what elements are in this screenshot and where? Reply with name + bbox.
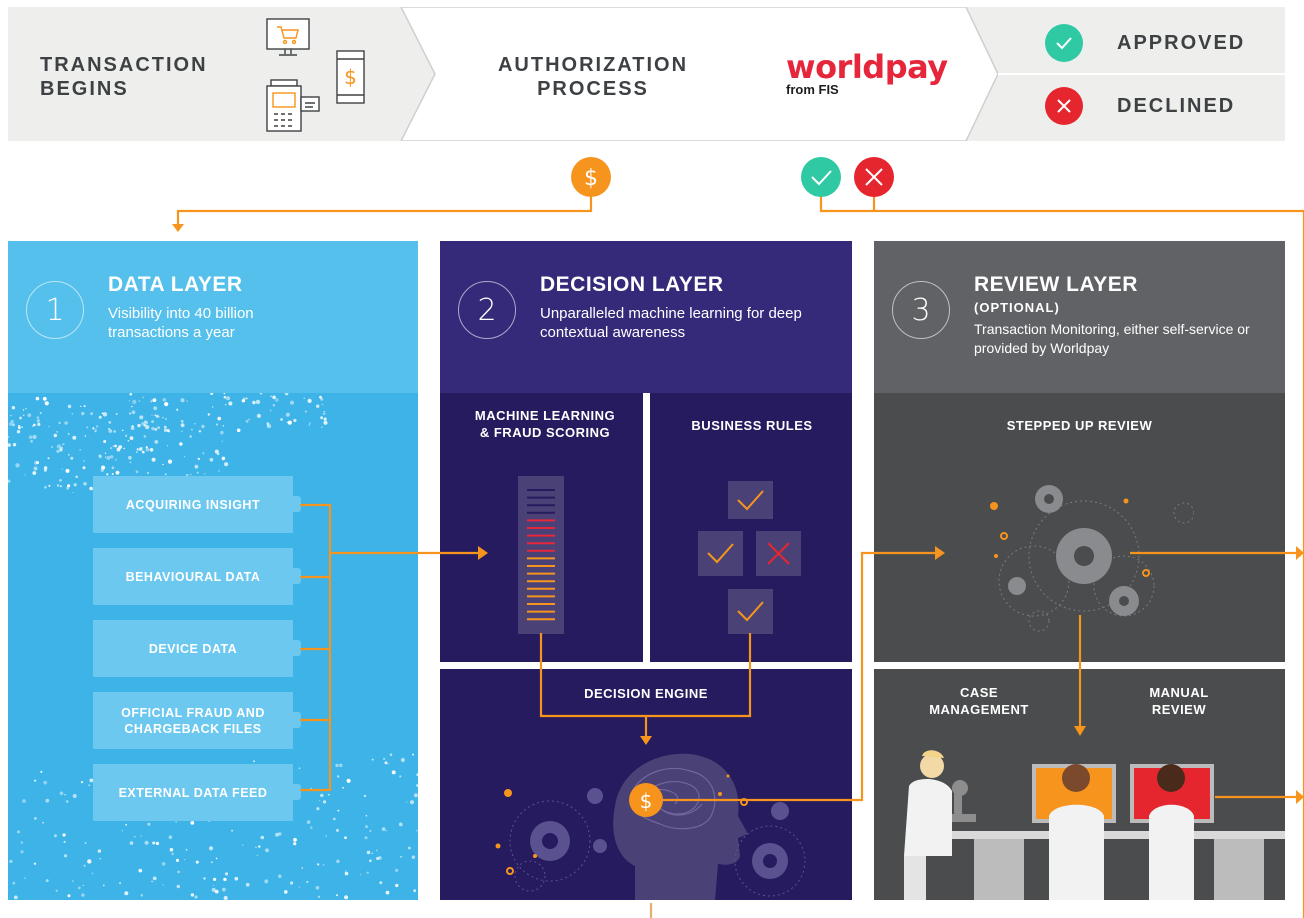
check-icon	[728, 481, 773, 519]
cross-icon	[756, 531, 801, 576]
step-number-3: 3	[892, 281, 950, 339]
reviewer-figure-2	[1149, 764, 1194, 900]
business-rules-label: BUSINESS RULES	[691, 418, 813, 433]
manual-review-label: MANUAL REVIEW	[1149, 685, 1209, 717]
gear-icon	[1056, 528, 1112, 584]
cross-icon	[1045, 87, 1083, 125]
gear-icon	[1008, 577, 1026, 595]
gear-icon	[1035, 485, 1063, 513]
microscope-icon	[946, 780, 976, 822]
stepped-up-review-label: STEPPED UP REVIEW	[1006, 418, 1153, 433]
reviewer-figure-1	[1049, 764, 1104, 900]
review-layer-subtitle: Transaction Monitoring, either self-serv…	[974, 321, 1250, 356]
scientist-figure	[904, 750, 952, 900]
ml-fraud-scoring-label: MACHINE LEARNING & FRAUD SCORING	[474, 408, 616, 440]
gear-icon	[587, 788, 789, 853]
pos-terminal-icon	[266, 79, 320, 132]
reviewers-scene	[904, 750, 1285, 900]
fraud-score-meter	[518, 476, 564, 634]
review-layer-optional: (OPTIONAL)	[974, 300, 1060, 315]
transaction-banner: TRANSACTION BEGINS $ AUTHORIZATION PROCE…	[8, 7, 1285, 141]
check-icon	[728, 589, 773, 634]
check-icon	[698, 531, 743, 576]
stepped-review-gears	[990, 485, 1194, 632]
review-layer-panel: 3 REVIEW LAYER (OPTIONAL) Transaction Mo…	[874, 241, 1285, 900]
review-divider-horizontal	[874, 662, 1285, 669]
data-item-acquiring-insight: ACQUIRING INSIGHT	[93, 476, 301, 533]
review-layer-header: 3 REVIEW LAYER (OPTIONAL) Transaction Mo…	[874, 241, 1285, 393]
authorization-process-title: AUTHORIZATION PROCESS	[497, 54, 689, 100]
data-item-fraud-chargeback-files: OFFICIAL FRAUD AND CHARGEBACK FILES	[93, 692, 301, 749]
data-layer-title: DATA LAYER	[108, 273, 243, 296]
worldpay-logo-text: worldpay	[786, 48, 948, 86]
decision-layer-panel: 2 DECISION LAYER Unparalleled machine le…	[440, 241, 852, 900]
data-layer-header: 1 DATA LAYER Visibility into 40 billion …	[8, 241, 418, 393]
brain-icon	[495, 753, 806, 900]
decision-divider-horizontal	[440, 662, 852, 669]
data-layer-panel: 1 DATA LAYER Visibility into 40 billion …	[8, 241, 418, 900]
approved-label: APPROVED	[1117, 31, 1246, 54]
gear-icon	[752, 843, 788, 879]
payment-devices-icon: $	[266, 18, 365, 132]
decision-engine-label: DECISION ENGINE	[584, 686, 708, 701]
mobile-dollar-icon: $	[336, 50, 365, 104]
worldpay-logo: worldpay from FIS	[786, 51, 948, 97]
gear-icon	[530, 821, 570, 861]
authorization-arrow-shape	[400, 7, 1285, 141]
transaction-begins-title: TRANSACTION BEGINS	[40, 54, 208, 100]
check-icon	[1045, 24, 1083, 62]
worldpay-logo-subtext: from FIS	[786, 82, 839, 97]
declined-outcome: DECLINED	[1045, 87, 1235, 125]
decision-layer-title: DECISION LAYER	[540, 273, 724, 296]
data-layer-subtitle: Visibility into 40 billion transactions …	[108, 305, 254, 341]
svg-text:$: $	[584, 166, 598, 191]
data-item-external-data-feed: EXTERNAL DATA FEED	[93, 764, 301, 821]
check-icon	[801, 157, 841, 197]
business-rules-checklist	[698, 481, 801, 634]
svg-text:$: $	[344, 65, 357, 89]
review-layer-title: REVIEW LAYER	[974, 273, 1138, 296]
shopping-cart-icon	[266, 18, 310, 56]
gear-icon	[1109, 586, 1139, 616]
step-number-2: 2	[458, 281, 516, 339]
data-item-behavioural-data: BEHAVIOURAL DATA	[93, 548, 301, 605]
data-item-device-data: DEVICE DATA	[93, 620, 301, 677]
decision-layer-subtitle: Unparalleled machine learning for deep c…	[540, 305, 802, 341]
cross-icon	[854, 157, 894, 197]
step-number-1: 1	[26, 281, 84, 339]
declined-label: DECLINED	[1117, 94, 1236, 117]
case-management-label: CASE MANAGEMENT	[929, 685, 1029, 717]
decision-divider-vertical	[643, 393, 650, 665]
dollar-coin-icon: $	[571, 157, 611, 197]
decision-layer-header: 2 DECISION LAYER Unparalleled machine le…	[440, 241, 852, 393]
approved-outcome: APPROVED	[1045, 24, 1245, 62]
